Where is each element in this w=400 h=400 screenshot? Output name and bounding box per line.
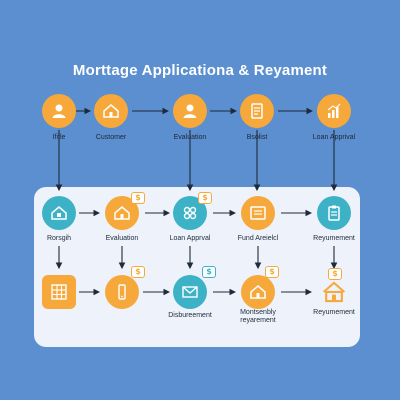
label-top-5: Loan Apprival [312, 134, 356, 141]
node-top-1 [42, 94, 76, 128]
dollar-badge-icon: $ [328, 268, 342, 280]
dollar-badge-icon: $ [265, 266, 279, 278]
node-r1-4 [241, 196, 275, 230]
label-top-3: Evaluation [173, 134, 207, 141]
node-r2-5 [317, 275, 351, 309]
node-r1-5 [317, 196, 351, 230]
house-icon [114, 206, 130, 220]
house-icon [103, 104, 119, 118]
label-r1-4: Fund Areielcl [237, 235, 279, 242]
chart-icon [327, 103, 341, 118]
label-r2-5: Reyumement [313, 309, 355, 316]
node-top-2 [94, 94, 128, 128]
house-icon [322, 281, 346, 303]
calculator-icon [51, 284, 67, 300]
label-top-1: Ifitle [52, 134, 66, 141]
node-top-3 [173, 94, 207, 128]
house-icon [250, 285, 266, 299]
node-r2-3 [173, 275, 207, 309]
label-r1-3: Loan Apprval [169, 235, 211, 242]
node-r2-1 [42, 275, 76, 309]
dollar-badge-icon: $ [202, 266, 216, 278]
node-r2-4 [241, 275, 275, 309]
person-icon [52, 104, 66, 118]
grid-icon [183, 206, 197, 220]
document-icon [251, 103, 263, 119]
label-top-2: Customer [95, 134, 127, 141]
label-top-4: Bsolist [246, 134, 268, 141]
phone-icon [118, 284, 126, 300]
label-r1-2: Evaluation [105, 235, 139, 242]
label-r1-5: Reyumement [313, 235, 355, 242]
label-r2-3: Disbureement [168, 312, 212, 319]
clipboard-icon [328, 205, 340, 221]
document-icon [250, 206, 266, 220]
dollar-badge-icon: $ [131, 266, 145, 278]
house-icon [51, 206, 67, 220]
node-top-5 [317, 94, 351, 128]
dollar-badge-icon: $ [131, 192, 145, 204]
label-r1-1: Rorsgih [46, 235, 72, 242]
person-icon [183, 104, 197, 118]
diagram-title: Morttage Applicationa & Reyament [72, 62, 328, 79]
dollar-badge-icon: $ [198, 192, 212, 204]
label-r2-4: Montsenbly reyarement [240, 309, 276, 324]
node-r2-2 [105, 275, 139, 309]
envelope-icon [182, 286, 198, 298]
node-r1-1 [42, 196, 76, 230]
node-top-4 [240, 94, 274, 128]
